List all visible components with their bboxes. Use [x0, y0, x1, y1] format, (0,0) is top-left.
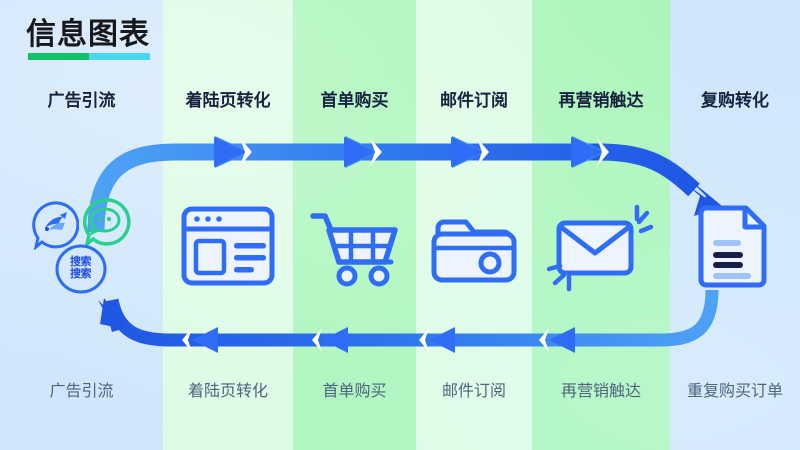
envelope-icon — [547, 204, 654, 292]
band-blue-left — [0, 0, 163, 450]
return-arrow-head — [100, 298, 128, 330]
bird-chat-bubble-icon — [29, 200, 79, 255]
shopping-cart-icon — [309, 213, 398, 287]
title-underline-green — [28, 53, 89, 60]
envelope-sparkle-bottom — [547, 263, 572, 292]
icon-cell-repeat-purchase — [670, 186, 800, 306]
browser-window-icon — [181, 206, 275, 286]
icon-cell-first-order — [293, 186, 416, 306]
page-title: 信息图表 — [26, 18, 150, 51]
bottom-label-row: 广告引流 着陆页转化 首单购买 邮件订阅 再营销触达 重复购买订单 — [0, 381, 800, 403]
page-title-block: 信息图表 — [26, 18, 150, 60]
band-mint-2 — [416, 0, 532, 450]
return-arrow-chevrons — [192, 327, 575, 353]
wallet-folder-icon — [431, 219, 517, 283]
document-icon — [698, 205, 767, 288]
bottom-label-landing-page: 着陆页转化 — [187, 383, 268, 400]
forward-flow-arrow — [87, 136, 722, 233]
bottom-label-ad-traffic: 广告引流 — [49, 383, 114, 400]
icon-cell-landing-page — [163, 186, 293, 306]
icon-cell-email-subscribe — [416, 186, 532, 306]
title-underline-cyan — [89, 53, 150, 60]
bottom-label-first-order: 首单购买 — [322, 383, 387, 400]
top-label-ad-traffic: 广告引流 — [47, 91, 116, 110]
top-label-first-order: 首单购买 — [320, 91, 389, 110]
band-green-1 — [293, 0, 416, 450]
social-badges-icon: 搜索 搜索 — [27, 194, 137, 298]
top-label-landing-page: 着陆页转化 — [185, 91, 271, 110]
search-badge-label-1: 搜索 — [70, 256, 92, 268]
top-label-repeat-purchase: 复购转化 — [701, 91, 769, 110]
chat-bubble-icon — [79, 196, 131, 253]
bottom-label-email-subscribe: 邮件订阅 — [441, 383, 506, 400]
title-underline — [28, 53, 150, 60]
top-label-email-subscribe: 邮件订阅 — [440, 91, 508, 110]
bottom-label-remarketing: 再营销触达 — [560, 383, 641, 400]
search-badge-label-2: 搜索 — [70, 268, 92, 280]
envelope-sparkle-top — [634, 204, 654, 234]
icon-cell-ad-traffic: 搜索 搜索 — [0, 186, 163, 306]
return-flow-arrow — [98, 289, 719, 353]
bottom-label-repeat-purchase: 重复购买订单 — [686, 383, 783, 400]
icon-cell-remarketing — [532, 186, 670, 306]
search-circle-icon: 搜索 搜索 — [55, 244, 107, 299]
top-label-row: 广告引流 着陆页转化 首单购买 邮件订阅 再营销触达 复购转化 — [0, 90, 800, 112]
forward-arrow-head — [688, 178, 722, 210]
top-label-remarketing: 再营销触达 — [558, 91, 644, 110]
icon-row: 搜索 搜索 — [0, 186, 800, 306]
